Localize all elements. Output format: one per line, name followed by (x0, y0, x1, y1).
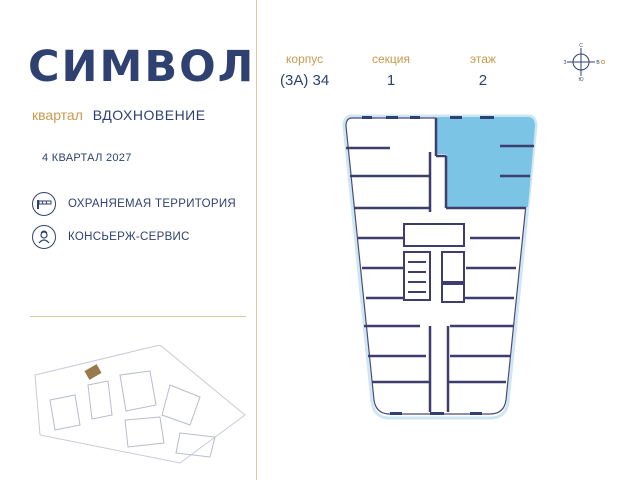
compass-w: З (563, 60, 566, 66)
concierge-icon (32, 225, 56, 249)
brand-logo: СИМВОЛ (28, 42, 256, 92)
current-building-marker (84, 364, 102, 380)
info-floor: этаж 2 (470, 52, 496, 89)
section-value: 1 (386, 72, 396, 89)
apartment-highlight[interactable] (436, 117, 535, 207)
feature-concierge-label: КОНСЬЕРЖ-СЕРВИС (68, 231, 190, 243)
quarter-label: квартал (32, 107, 83, 123)
vertical-divider (256, 0, 257, 480)
delivery-date: 4 КВАРТАЛ 2027 (42, 152, 132, 164)
compass-n: С (579, 43, 583, 49)
section-label: секция (372, 52, 410, 66)
quarter-line: квартал ВДОХНОВЕНИЕ (32, 107, 206, 123)
feature-concierge: КОНСЬЕРЖ-СЕРВИС (32, 224, 190, 250)
compass-e: В (596, 60, 600, 66)
info-building: корпус (3А) 34 (280, 52, 329, 89)
compass-icon: С Ю З В (563, 43, 606, 82)
info-section: секция 1 (372, 52, 410, 89)
floor-plan (342, 114, 538, 420)
feature-security: ОХРАНЯЕМАЯ ТЕРРИТОРИЯ (32, 191, 236, 217)
floor-label: этаж (470, 52, 496, 66)
floor-value: 2 (478, 72, 488, 89)
barrier-icon (32, 192, 56, 216)
feature-security-label: ОХРАНЯЕМАЯ ТЕРРИТОРИЯ (68, 198, 236, 210)
quarter-name: ВДОХНОВЕНИЕ (92, 107, 206, 123)
building-value: (3А) 34 (280, 72, 330, 89)
site-mini-map (34, 345, 246, 464)
compass-s: Ю (578, 77, 583, 82)
building-label: корпус (286, 52, 324, 66)
horizontal-divider (30, 316, 246, 317)
